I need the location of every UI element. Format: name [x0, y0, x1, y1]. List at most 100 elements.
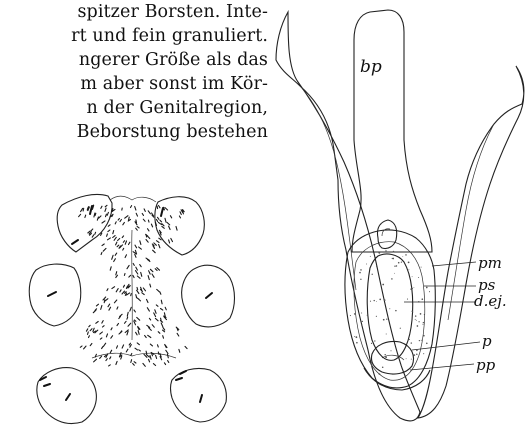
granule	[105, 205, 107, 207]
granule	[117, 307, 118, 309]
organ-dot	[426, 287, 428, 289]
organ-dot	[392, 258, 394, 260]
granule	[150, 269, 153, 271]
granule	[149, 318, 150, 320]
organ-dot	[366, 264, 367, 265]
organ-dot	[406, 358, 407, 359]
granule	[104, 300, 105, 303]
genital-organ-figure: bp pm ps d.ej. p pp	[276, 10, 524, 421]
penis-bulb	[371, 342, 413, 375]
granule	[148, 220, 149, 222]
label-bp: bp	[360, 57, 382, 77]
granule	[94, 359, 97, 362]
organ-dot	[372, 274, 373, 275]
granule	[127, 331, 128, 335]
granule	[169, 226, 171, 229]
organ-dot	[424, 314, 425, 315]
stipple-granulation	[79, 205, 188, 366]
granule	[95, 232, 96, 234]
granule	[137, 317, 140, 320]
granule	[102, 347, 103, 349]
granule	[108, 225, 110, 227]
organ-dot	[408, 262, 410, 264]
organ-dot	[376, 266, 377, 267]
granule	[159, 244, 160, 247]
granule	[131, 354, 132, 356]
organ-dot	[386, 319, 387, 320]
granule	[153, 364, 155, 366]
organ-dot	[370, 256, 371, 257]
granule	[157, 241, 160, 243]
granule	[99, 216, 101, 218]
granule	[150, 356, 151, 360]
granule	[134, 321, 136, 325]
granule	[126, 349, 128, 352]
granule	[116, 242, 117, 245]
organ-dot	[414, 354, 416, 356]
plate-lower-left	[37, 368, 97, 424]
granule	[137, 226, 139, 228]
granule	[116, 272, 117, 275]
organ-dot	[426, 343, 428, 345]
organ-dot	[371, 343, 372, 344]
granule	[128, 286, 130, 288]
granule	[133, 264, 134, 266]
organ-dot	[386, 334, 387, 335]
granule	[106, 214, 107, 217]
granule	[140, 241, 141, 245]
organ-dot	[415, 319, 416, 320]
granule	[129, 242, 130, 244]
organ-dot	[359, 272, 361, 274]
granule	[158, 217, 159, 219]
granule	[176, 227, 177, 231]
organ-dot	[382, 284, 384, 286]
granule	[80, 346, 82, 347]
organ-dot	[411, 359, 412, 360]
granule	[86, 329, 87, 331]
granule	[149, 271, 151, 274]
granule	[101, 252, 102, 254]
granule	[108, 238, 111, 240]
granule	[185, 346, 187, 348]
granule	[149, 328, 152, 331]
granule	[157, 206, 158, 208]
granule	[161, 309, 163, 311]
granule	[155, 269, 157, 271]
organ-dot	[371, 365, 373, 367]
organ-dot	[376, 316, 377, 317]
granule	[81, 208, 83, 211]
granule	[116, 289, 118, 292]
granule	[159, 206, 161, 208]
granule	[114, 237, 116, 240]
granule	[127, 317, 128, 319]
granule	[131, 206, 132, 208]
granule	[135, 348, 138, 350]
granule	[131, 294, 132, 296]
granule	[108, 230, 110, 232]
label-p: p	[482, 332, 492, 350]
organ-dot	[385, 356, 387, 358]
granule	[136, 213, 137, 216]
organ-dot	[391, 278, 393, 280]
organ-dot	[374, 300, 375, 301]
granule	[125, 241, 126, 244]
plate-setae	[40, 206, 212, 402]
granule	[137, 276, 140, 278]
organ-dot	[407, 299, 408, 300]
granule	[169, 240, 170, 243]
granule	[139, 350, 141, 351]
granule	[136, 298, 139, 300]
label-pm: pm	[478, 254, 502, 272]
granule	[179, 216, 180, 218]
granule	[117, 323, 119, 325]
granule	[91, 229, 93, 231]
granule	[90, 344, 92, 346]
granule	[93, 328, 94, 331]
granule	[179, 349, 180, 352]
organ-dot	[376, 301, 377, 302]
organ-dot	[394, 266, 395, 267]
organ-dot	[410, 288, 411, 289]
granule	[148, 229, 150, 231]
granule	[165, 218, 166, 222]
granule	[135, 245, 137, 248]
